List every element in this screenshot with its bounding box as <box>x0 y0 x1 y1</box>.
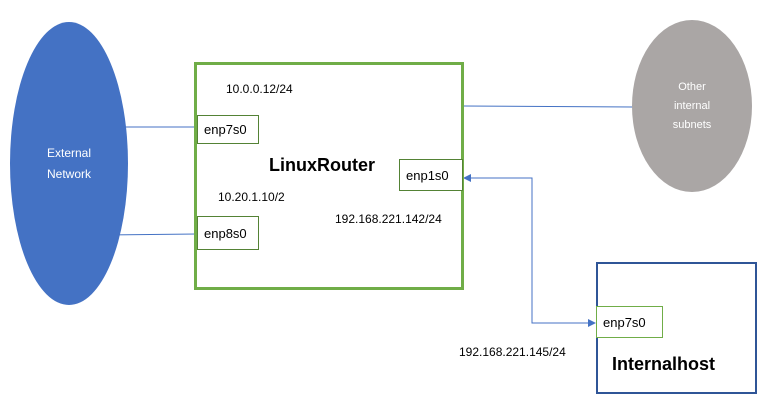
link-router-other-subnets <box>462 105 634 108</box>
external-network-label: External Network <box>47 143 91 185</box>
router-ip-enp7s0: 10.0.0.12/24 <box>226 82 293 96</box>
link-enp1s0-internalhost <box>464 177 594 324</box>
external-network-line2: Network <box>46 166 91 181</box>
interface-enp8s0: enp8s0 <box>197 216 259 250</box>
router-title: LinuxRouter <box>269 155 375 175</box>
external-network-line1: External <box>46 145 92 160</box>
internalhost-title: Internalhost <box>612 354 716 374</box>
other-subnets-line1: Other <box>678 80 706 93</box>
internalhost-ip: 192.168.221.145/24 <box>459 345 566 359</box>
interface-enp1s0: enp1s0 <box>399 159 463 191</box>
external-network-node: External Network <box>10 22 128 305</box>
router-ip-enp1s0: 192.168.221.142/24 <box>335 212 442 226</box>
other-subnets-label: Other internal subnets <box>673 78 712 135</box>
internalhost-interface-enp7s0: enp7s0 <box>596 306 663 338</box>
interface-enp7s0: enp7s0 <box>197 115 259 144</box>
other-subnets-line3: subnets <box>672 118 712 131</box>
other-subnets-line2: internal <box>673 99 711 112</box>
other-internal-subnets-node: Other internal subnets <box>632 20 752 192</box>
router-ip-enp8s0: 10.20.1.10/2 <box>218 190 285 204</box>
